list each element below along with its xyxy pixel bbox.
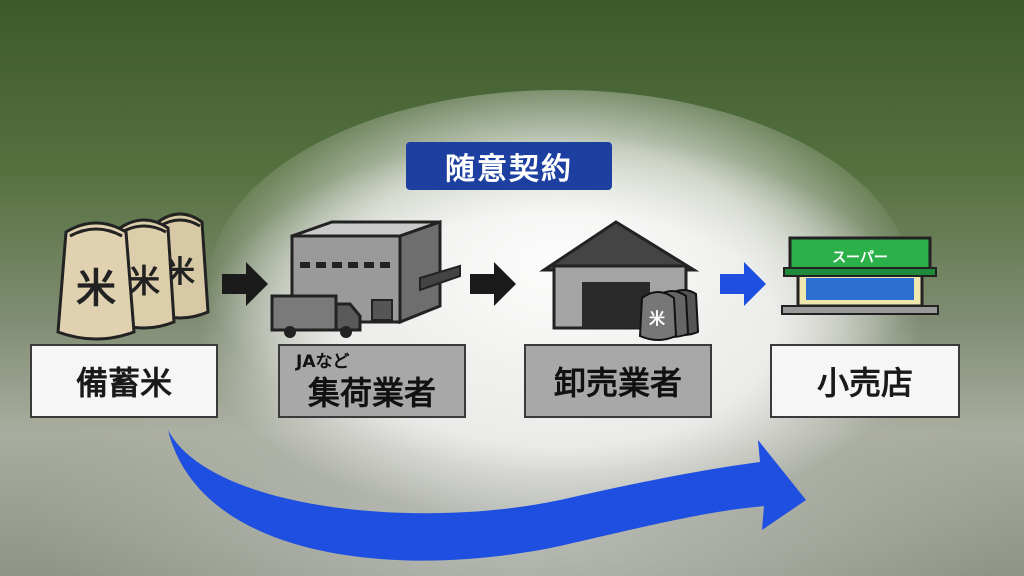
rice-bag-char-wholesale: 米	[649, 309, 666, 328]
node-wholesalers: 卸売業者	[524, 344, 712, 418]
rice-bag-char-1: 米	[76, 266, 116, 312]
node-label: 卸売業者	[553, 364, 682, 402]
contract-title: 随意契約	[406, 142, 612, 190]
node-label: 小売店	[816, 364, 913, 402]
node-label: 備蓄米	[75, 364, 172, 402]
supermarket-icon: スーパー	[781, 236, 939, 315]
node-retailers: 小売店	[770, 344, 960, 418]
truck-icon	[270, 294, 362, 338]
node-stockpile-rice: 備蓄米	[30, 344, 218, 418]
node-collectors: JAなど 集荷業者	[278, 344, 466, 418]
node-sublabel: JAなど	[296, 351, 350, 372]
rice-bag-char-2: 米	[128, 262, 160, 300]
arrow-right-icon	[470, 262, 516, 306]
store-sign-text: スーパー	[832, 250, 888, 266]
rice-bags-icon: 米 米 米	[56, 212, 210, 341]
direct-contract-arrow	[168, 430, 806, 561]
arrow-right-icon	[222, 262, 268, 306]
wholesale-warehouse-icon: 米	[539, 220, 700, 341]
arrow-right-blue-icon	[720, 262, 766, 306]
node-label: 集荷業者	[307, 373, 436, 412]
